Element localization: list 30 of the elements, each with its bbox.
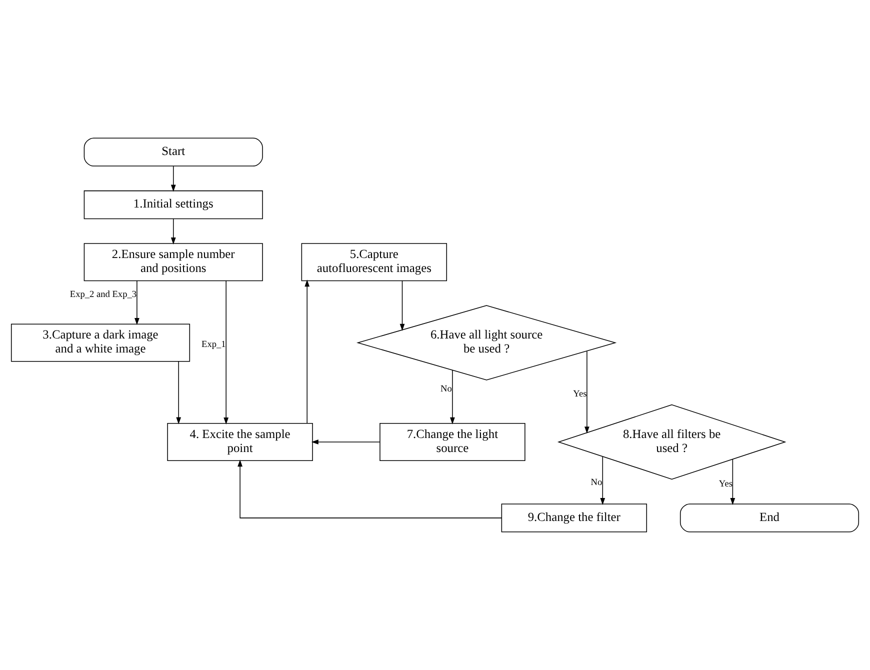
edge-label: Yes (573, 390, 587, 400)
arrow (224, 280, 229, 424)
node-diamond: 8.Have all filters be used ? (557, 404, 786, 480)
edge-label: No (440, 384, 452, 394)
arrow (584, 350, 590, 434)
arrow (730, 458, 736, 505)
node-diamond: 6.Have all light source be used ? (356, 305, 617, 380)
edge-label: No (590, 478, 602, 488)
node-box: 9.Change the filter (501, 504, 648, 532)
arrow (304, 280, 310, 424)
node-box: End (680, 504, 860, 532)
arrow (238, 460, 502, 518)
node-box: 3.Capture a dark image and a white image (10, 324, 190, 362)
node-box: 4. Excite the sample point (167, 422, 313, 461)
arrow (170, 218, 176, 245)
arrow (400, 280, 405, 331)
node-box: Start (84, 138, 263, 166)
edge-label: Yes (718, 479, 732, 490)
node-box: 2.Ensure sample number and positions (84, 243, 263, 282)
arrow (176, 361, 182, 424)
arrow (134, 280, 140, 326)
node-box: 5.Capture autofluorescent images (301, 243, 448, 282)
node-box: 7.Change the light source (380, 422, 526, 461)
edge-label: Exp_2 and Exp_3 (70, 290, 137, 300)
arrow (450, 370, 455, 424)
node-box: 1.Initial settings (84, 190, 263, 220)
arrow (170, 166, 176, 192)
arrow (311, 440, 380, 444)
arrow (600, 456, 606, 506)
edge-label: Exp_1 (202, 340, 226, 350)
